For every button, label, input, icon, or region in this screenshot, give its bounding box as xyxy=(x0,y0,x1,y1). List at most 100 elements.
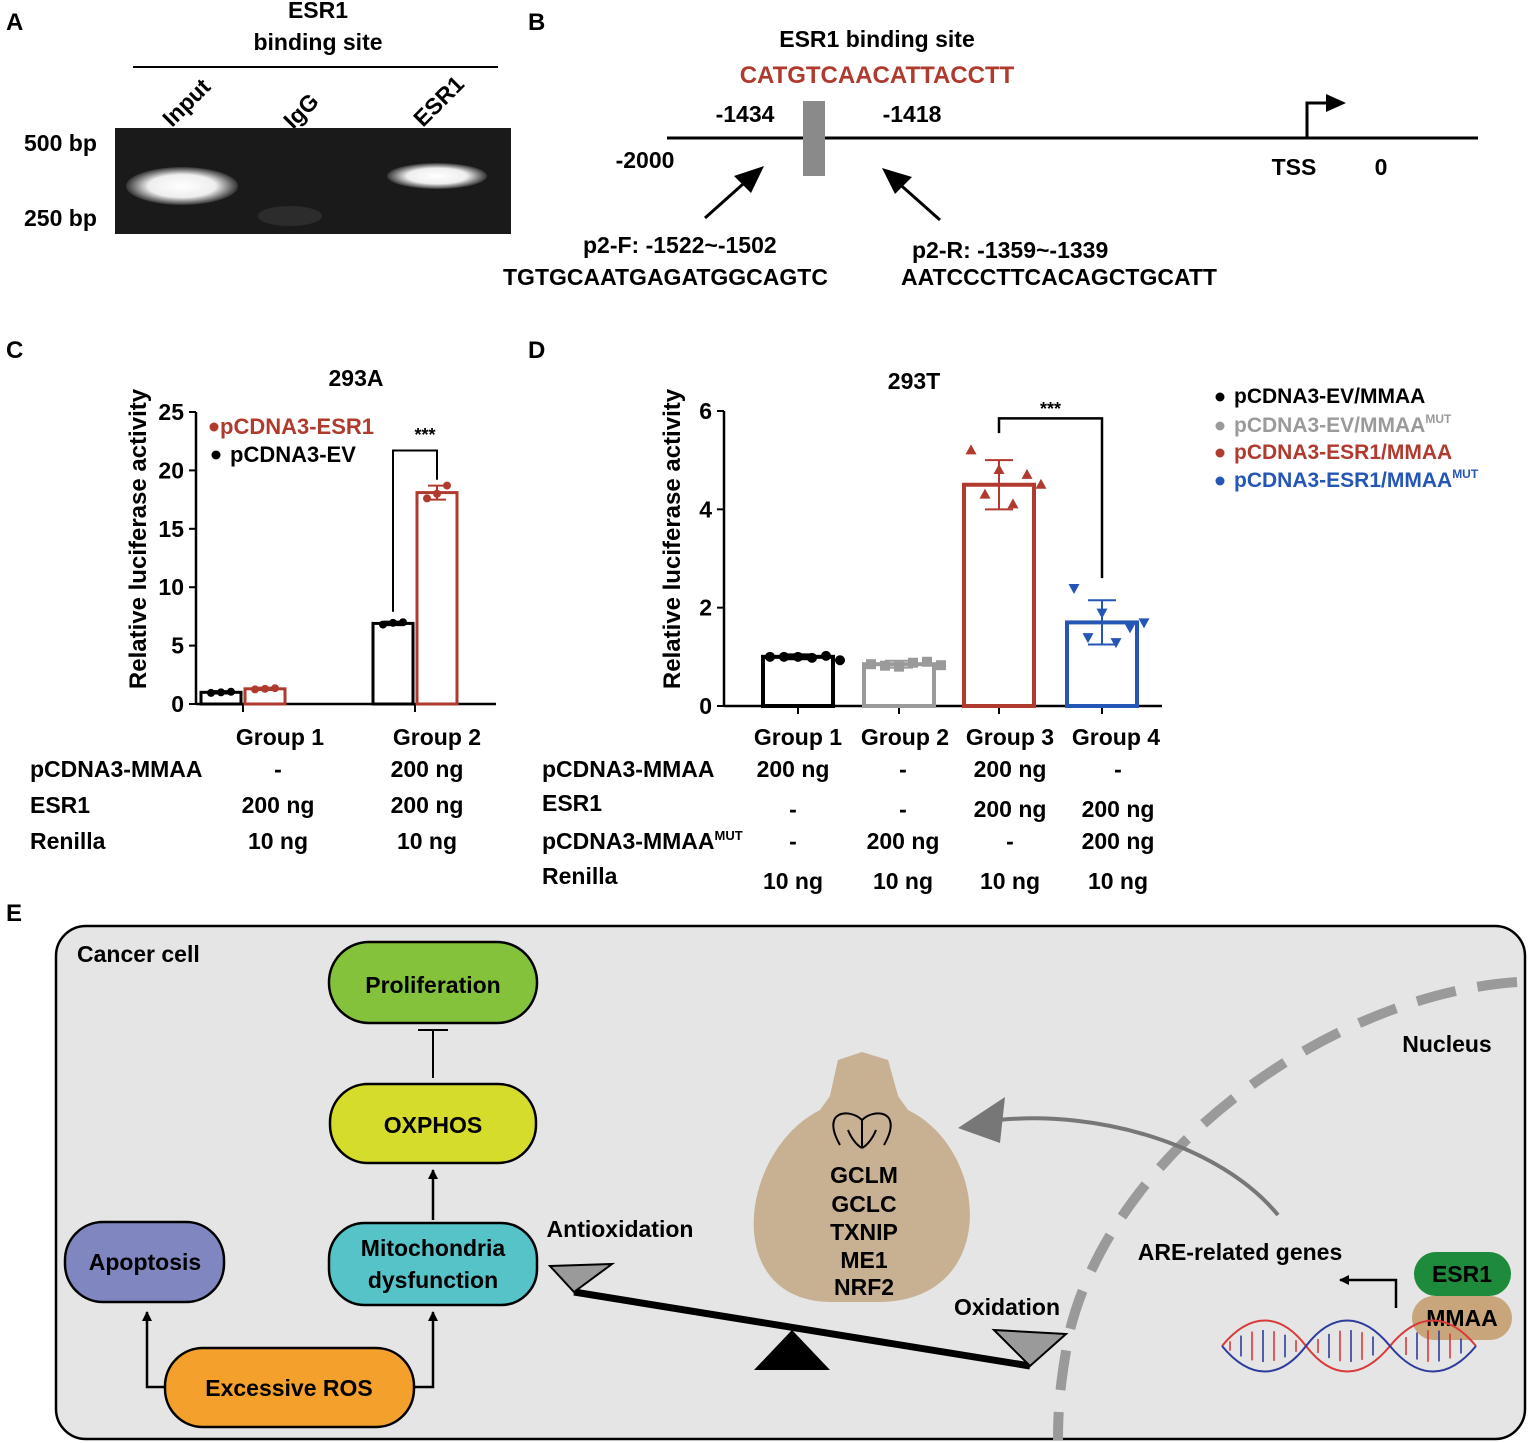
chart-d-condition-value: - xyxy=(1114,756,1122,782)
bag-top xyxy=(830,1052,898,1096)
chart-d-condition-label: ESR1 xyxy=(542,790,602,816)
bag-tie xyxy=(832,1112,892,1149)
chart-d-condition-label-main: pCDNA3-MMAA xyxy=(542,828,714,854)
chart-d-point xyxy=(965,444,977,455)
chart-d-condition-value: - xyxy=(789,828,797,854)
tss-arrowhead xyxy=(1326,94,1346,112)
primer-r-arrow-shaft xyxy=(894,178,941,222)
panel-a-label: A xyxy=(6,9,23,36)
chart-d-condition-value: 10 ng xyxy=(763,868,823,894)
chart-d-legend-marker xyxy=(1215,476,1225,486)
panel-e-label: E xyxy=(6,900,22,927)
position-1418: -1418 xyxy=(883,101,942,127)
proliferation-node xyxy=(327,940,539,1025)
position-1434: -1434 xyxy=(716,101,775,127)
chart-d-ylabel: Relative luciferase activity xyxy=(659,388,686,689)
chart-d-xtick-label: Group 1 xyxy=(754,724,842,750)
chart-d-condition-label-sup: MUT xyxy=(714,828,742,843)
chart-d-condition-value: 200 ng xyxy=(974,796,1047,822)
oxphos-label: OXPHOS xyxy=(384,1112,482,1138)
panel-a-title-line1: ESR1 xyxy=(288,0,348,23)
chart-c-ytick-label: 20 xyxy=(158,457,184,483)
chart-d-legend-entry-main: pCDNA3-EV/MMAA xyxy=(1234,385,1425,408)
chart-d-condition-value: - xyxy=(1006,828,1014,854)
chart-d-condition-value: 200 ng xyxy=(1082,796,1155,822)
chart-c-condition-value: 200 ng xyxy=(391,792,464,818)
oxidation-pan xyxy=(991,1328,1069,1368)
chart-c-ytick-label: 15 xyxy=(158,516,184,542)
proliferation-label: Proliferation xyxy=(365,972,500,998)
dna-helix xyxy=(1221,1319,1477,1373)
chart-c-significance-bracket xyxy=(392,449,438,612)
position-2000: -2000 xyxy=(616,147,675,173)
chart-d-bar xyxy=(962,482,1036,708)
mitochondria-label-line2: dysfunction xyxy=(368,1267,498,1293)
ros-to-apoptosis-arrow xyxy=(142,1311,165,1389)
position-zero: 0 xyxy=(1375,154,1388,180)
nucleus-to-bag-arrowhead xyxy=(958,1097,1005,1143)
chart-d-legend-marker xyxy=(1215,421,1225,431)
chart-d-ytick-label: 6 xyxy=(699,398,712,424)
chart-c-point xyxy=(389,618,397,627)
chart-c-condition-label: Renilla xyxy=(30,828,106,854)
panel-d-label: D xyxy=(528,337,545,364)
chart-d-point xyxy=(835,655,845,666)
cancer-cell-label: Cancer cell xyxy=(77,941,200,967)
mitochondria-label-line1: Mitochondria xyxy=(361,1235,506,1261)
ros-to-mito-arrow xyxy=(414,1311,438,1389)
mmaa-pill-label: MMAA xyxy=(1426,1305,1498,1331)
chart-d-condition-value: 200 ng xyxy=(757,756,830,782)
chart-d-condition-label: pCDNA3-MMAA xyxy=(542,756,714,782)
chart-d-condition-value: 200 ng xyxy=(867,828,940,854)
marker-500bp: 500 bp xyxy=(24,130,97,156)
chart-c-significance: *** xyxy=(414,425,435,445)
primer-r-arrowhead xyxy=(882,168,912,194)
primer-f-arrowhead xyxy=(734,166,764,193)
chart-c-point xyxy=(423,494,431,503)
chart-d-ytick-label: 4 xyxy=(699,496,712,522)
chart-c-condition-value: - xyxy=(274,756,282,782)
chart-d-point xyxy=(908,657,918,668)
chart-d-legend-entry-main: pCDNA3-EV/MMAA xyxy=(1234,414,1425,437)
chart-c-xtick-label: Group 2 xyxy=(393,724,481,750)
chart-d-point xyxy=(1110,638,1122,649)
chart-d-legend-entry-sup: MUT xyxy=(1425,412,1452,426)
chart-d-xtick-label: Group 3 xyxy=(966,724,1054,750)
primer-f-name: p2-F: -1522~-1502 xyxy=(583,232,777,258)
panel-a-title-line2: binding site xyxy=(253,29,382,55)
gel-band-esr1 xyxy=(387,163,487,189)
gene-nrf2: NRF2 xyxy=(834,1274,894,1300)
chart-d-point xyxy=(1021,468,1033,479)
chart-d-condition-label: Renilla xyxy=(542,863,618,889)
bag-body xyxy=(753,1060,970,1302)
promoter-to-genes-arrow xyxy=(1339,1275,1398,1308)
chart-c-condition-label: pCDNA3-MMAA xyxy=(30,756,202,782)
nucleus-to-bag-arrow xyxy=(997,1116,1280,1217)
chart-d-condition-value: - xyxy=(899,756,907,782)
gel-band-igg xyxy=(258,206,322,226)
chart-d-point xyxy=(1007,498,1019,509)
chart-c-point xyxy=(443,481,451,490)
marker-250bp: 250 bp xyxy=(24,205,97,231)
mitochondria-node xyxy=(327,1221,539,1307)
chart-d-legend-entry-main: pCDNA3-ESR1/MMAA xyxy=(1234,469,1452,492)
chart-d-condition-value: - xyxy=(899,796,907,822)
chart-c-point xyxy=(399,618,407,627)
chart-d-legend-entry-main: pCDNA3-ESR1/MMAA xyxy=(1234,441,1452,464)
dna-strand-red xyxy=(1221,1319,1477,1373)
gene-gclc: GCLC xyxy=(831,1191,896,1217)
lane-label-esr1: ESR1 xyxy=(408,71,469,132)
chart-d-point xyxy=(936,660,946,671)
chart-c-condition-value: 200 ng xyxy=(242,792,315,818)
chart-c-point xyxy=(251,685,259,694)
chart-c-point xyxy=(271,684,279,693)
dna-base-pairs xyxy=(1229,1330,1462,1362)
chart-c-ytick-label: 0 xyxy=(171,691,184,717)
chart-d-point xyxy=(922,656,932,667)
mmaa-pill xyxy=(1412,1296,1512,1340)
nuclear-membrane xyxy=(1053,977,1518,1441)
chart-d-point xyxy=(765,651,775,662)
legend-c-ev: pCDNA3-EV xyxy=(230,442,356,467)
